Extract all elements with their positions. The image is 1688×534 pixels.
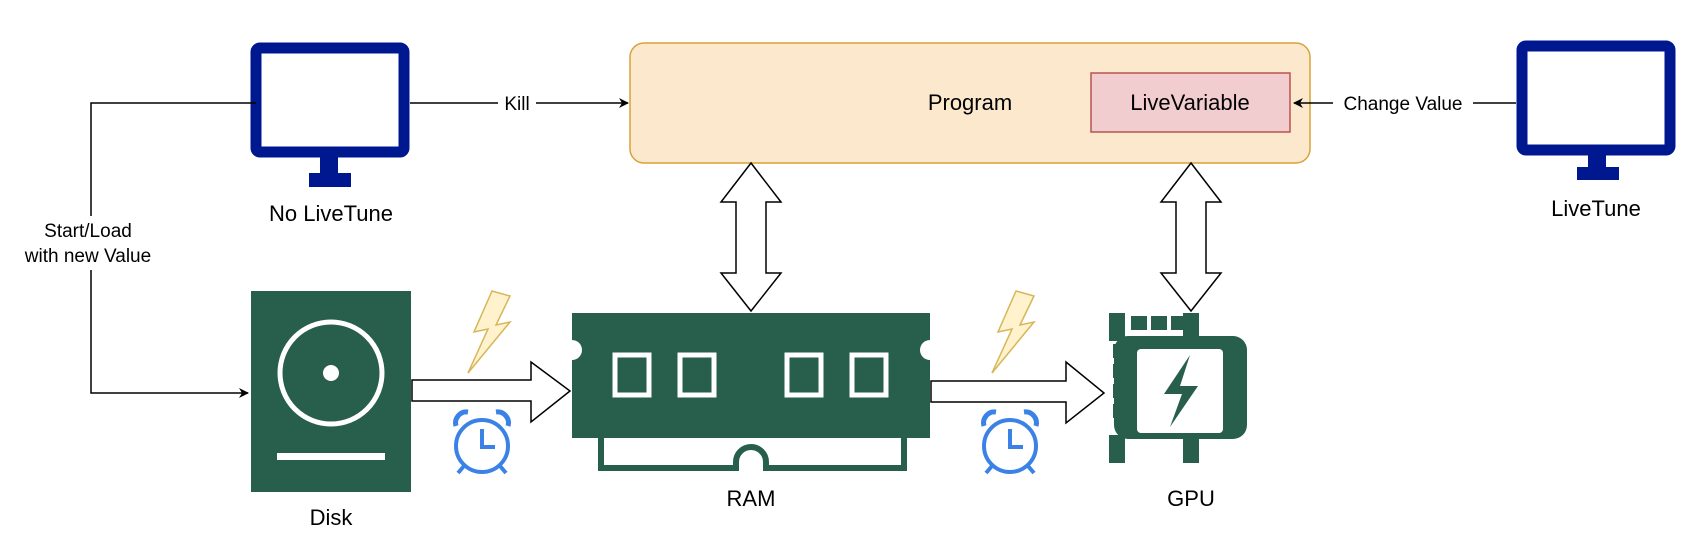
program-label: Program	[928, 90, 1012, 115]
ram-label: RAM	[727, 486, 776, 511]
ram-module-icon	[572, 313, 930, 471]
kill-label: Kill	[504, 94, 529, 115]
monitor-icon	[1516, 40, 1676, 180]
disk-label: Disk	[310, 505, 354, 530]
lightning-icon	[467, 290, 512, 374]
start-load-label-line1: Start/Load	[44, 221, 132, 242]
chip-icon	[1109, 313, 1247, 463]
no-livetune-label: No LiveTune	[269, 201, 393, 226]
monitor-icon	[250, 42, 410, 187]
live-variable-box: LiveVariable	[1090, 72, 1291, 133]
alarm-clock-icon	[981, 409, 1039, 475]
kill-edge: Kill	[410, 92, 629, 115]
live-variable-label: LiveVariable	[1130, 90, 1249, 115]
change-value-label: Change Value	[1343, 94, 1462, 115]
start-load-label-line2: with new Value	[24, 246, 151, 267]
start-load-edge: Start/Load with new Value	[8, 102, 256, 398]
change-value-edge: Change Value	[1293, 92, 1516, 115]
alarm-clock-icon	[453, 409, 511, 475]
hard-disk-icon	[251, 291, 411, 492]
ram-program-double-arrow	[719, 161, 783, 313]
gpu-program-double-arrow	[1159, 161, 1223, 313]
gpu-label: GPU	[1167, 486, 1215, 511]
lightning-icon	[991, 290, 1036, 374]
ram-to-gpu-arrow	[930, 360, 1106, 425]
disk-to-ram-arrow	[411, 360, 572, 424]
livetune-label: LiveTune	[1551, 196, 1641, 221]
